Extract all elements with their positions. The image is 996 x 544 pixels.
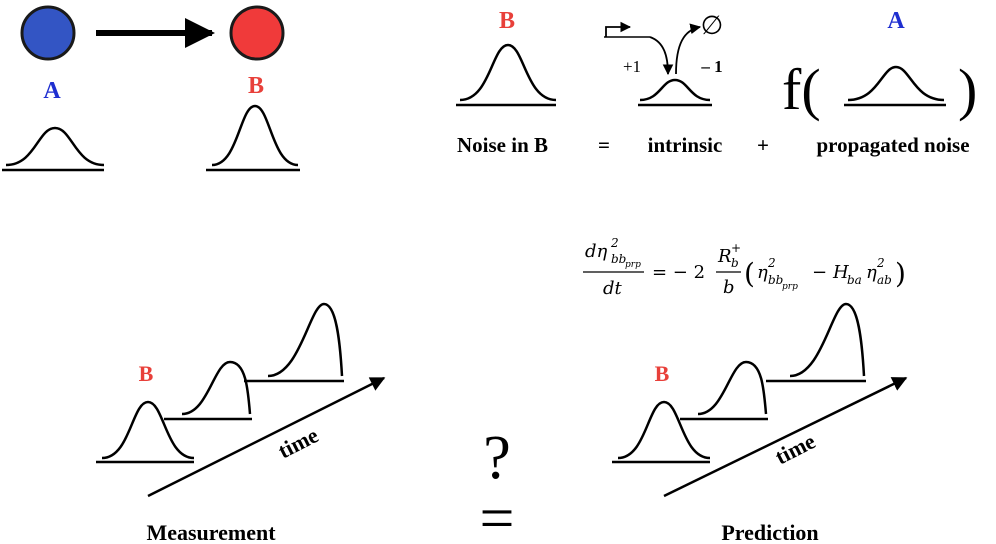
formula-numerator-sub: bb: [611, 252, 626, 266]
production-rate-label: +1: [623, 57, 641, 76]
prediction-distribution-1: [617, 400, 711, 460]
formula-rhs-prefix: = − 2: [652, 262, 705, 283]
prediction-time-axis: [663, 376, 908, 498]
b-distribution-curve: [211, 104, 299, 167]
formula-term-a: η: [757, 262, 768, 283]
prediction-label: Prediction: [721, 520, 818, 544]
noise-equation-plus: +: [757, 133, 769, 157]
formula-rate-numerator-sup: +: [731, 241, 741, 255]
measurement-time-axis: [147, 376, 386, 498]
noise-equation-propagated: propagated noise: [816, 133, 969, 157]
measurement-b-label: B: [139, 361, 154, 386]
measurement-label: Measurement: [146, 520, 276, 544]
comparison-equals-sign: =: [480, 485, 515, 544]
formula-term-a-sub: bb: [768, 273, 783, 287]
formula-rate-numerator: R: [717, 246, 732, 267]
formula-numerator-sup: 2: [610, 236, 619, 250]
noise-equation-equals: =: [598, 133, 610, 157]
formula-paren-close: ): [895, 257, 906, 290]
prediction-distribution-3: [789, 302, 866, 378]
measurement-distribution-1: [101, 400, 195, 460]
node-b-circle: [229, 5, 285, 61]
formula-numerator: dη: [585, 241, 608, 262]
promoter-arrow: [605, 21, 632, 37]
formula-term-a-subsub: prp: [782, 282, 798, 292]
formula-minus: −: [812, 262, 827, 283]
production-arrow: [649, 36, 674, 76]
b-title: B: [499, 8, 515, 34]
intrinsic-noise-curve: [639, 78, 711, 102]
node-a-circle: [20, 5, 76, 61]
noise-equation-lhs: Noise in B: [457, 133, 548, 157]
formula-term-b-sup: 2: [876, 256, 885, 270]
degradation-arrow: [675, 23, 702, 75]
degradation-rate-label: – 1: [700, 57, 722, 76]
comparison-question-mark: ?: [483, 424, 511, 492]
formula-numerator-subsub: prp: [625, 260, 641, 270]
propagated-noise-curve: [847, 65, 945, 102]
formula-h-sub: ba: [847, 273, 862, 287]
ode-formula: dη 2 bb prp dt = − 2 R b + b ( η 2 bb pr…: [583, 236, 906, 299]
function-close: ): [958, 57, 977, 122]
empty-set-symbol: ∅: [701, 11, 724, 40]
total-noise-curve: [459, 43, 557, 102]
formula-h: H: [832, 262, 849, 283]
formula-rate-denominator: b: [723, 277, 735, 298]
formula-term-a-sup: 2: [767, 256, 776, 270]
formula-term-b: η: [866, 262, 877, 283]
formula-paren-open: (: [744, 257, 755, 290]
formula-term-b-sub: ab: [877, 273, 892, 287]
node-a-label: A: [43, 78, 61, 104]
formula-denominator: dt: [603, 278, 623, 299]
function-open: f(: [782, 57, 821, 122]
node-b-label: B: [248, 73, 264, 99]
a-distribution-curve: [5, 126, 105, 167]
a-title: A: [887, 8, 905, 34]
measurement-distribution-2: [181, 360, 252, 416]
formula-rate-numerator-sub: b: [731, 256, 739, 270]
noise-equation-intrinsic: intrinsic: [648, 133, 723, 157]
prediction-time-label: time: [771, 428, 820, 469]
prediction-b-label: B: [655, 361, 670, 386]
measurement-distribution-3: [267, 302, 344, 378]
prediction-distribution-2: [697, 360, 768, 416]
